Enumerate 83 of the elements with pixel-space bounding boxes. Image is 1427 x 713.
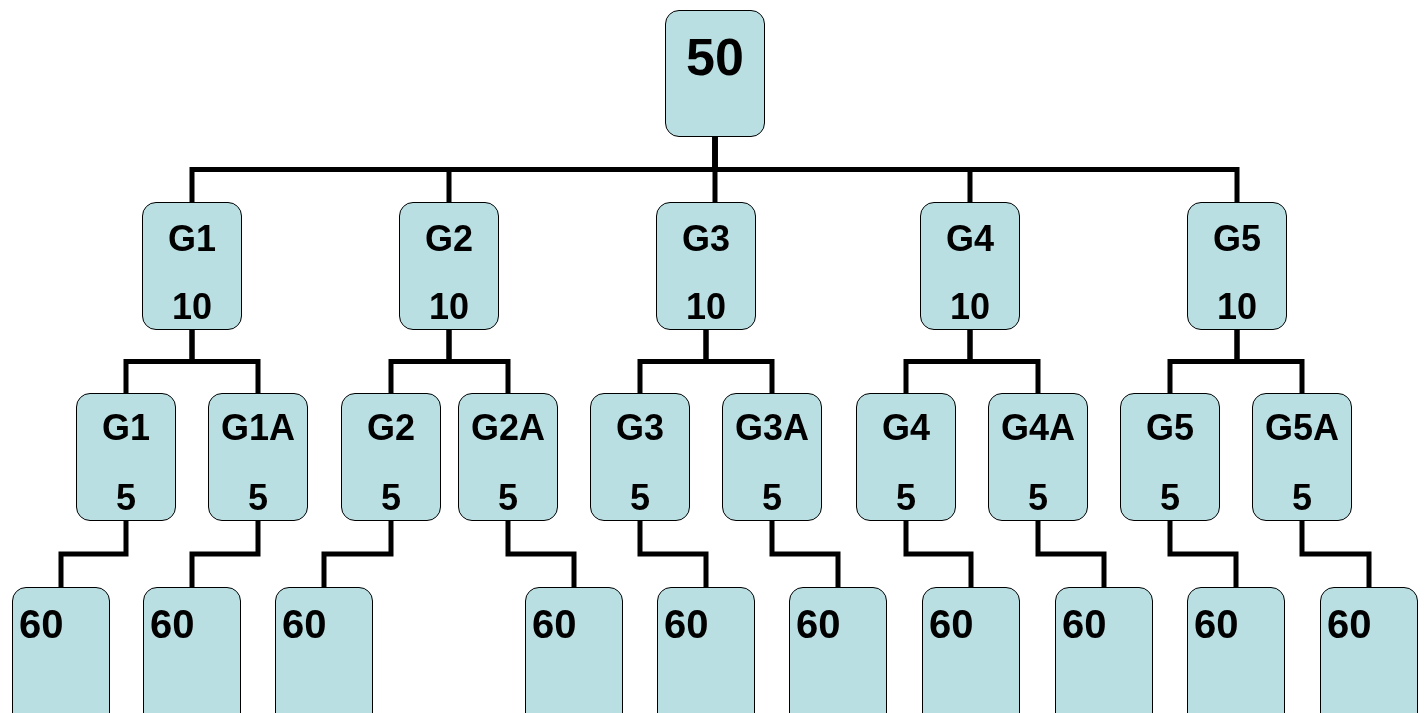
org-box — [1252, 393, 1352, 521]
org-box — [1187, 587, 1285, 713]
box-value: 60 — [282, 604, 327, 644]
box-value: 10 — [171, 289, 212, 325]
org-box — [525, 587, 623, 713]
box-value: 5 — [248, 480, 268, 516]
connector-line — [1035, 521, 1107, 587]
box-title: G1A — [221, 410, 295, 446]
org-box — [458, 393, 558, 521]
box-title: G2 — [425, 221, 473, 257]
org-box — [856, 393, 956, 521]
box-value: 5 — [498, 480, 518, 516]
connector-line — [703, 330, 775, 393]
box-value: 60 — [929, 604, 974, 644]
connector-line — [58, 521, 129, 587]
org-box — [657, 587, 755, 713]
box-title: G1 — [168, 221, 216, 257]
box-value: 5 — [630, 480, 650, 516]
box-value: 10 — [1216, 289, 1257, 325]
box-value: 5 — [381, 480, 401, 516]
box-title: G4 — [946, 221, 994, 257]
box-value: 5 — [1160, 480, 1180, 516]
box-value: 5 — [1292, 480, 1312, 516]
connector-line — [712, 137, 1240, 202]
connector-line — [505, 521, 577, 587]
connector-line — [967, 330, 1041, 393]
org-box — [76, 393, 176, 521]
box-title: G5 — [1213, 221, 1261, 257]
box-title: G1 — [102, 410, 150, 446]
connector-line — [637, 521, 709, 587]
box-title: G3 — [682, 221, 730, 257]
org-box — [1187, 202, 1287, 330]
box-value: 5 — [762, 480, 782, 516]
org-box — [1320, 587, 1418, 713]
org-box — [143, 587, 241, 713]
org-box — [722, 393, 822, 521]
box-value: 5 — [116, 480, 136, 516]
box-title: G2A — [471, 410, 545, 446]
box-title: G3 — [616, 410, 664, 446]
box-value: 60 — [19, 604, 64, 644]
connector-line — [1234, 330, 1305, 393]
connector-line — [321, 521, 394, 587]
box-value: 5 — [1028, 480, 1048, 516]
org-box — [656, 202, 756, 330]
org-box — [988, 393, 1088, 521]
connector-line — [1299, 521, 1372, 587]
box-value: 10 — [685, 289, 726, 325]
org-box — [12, 587, 110, 713]
org-box — [590, 393, 690, 521]
org-box — [208, 393, 308, 521]
box-value: 60 — [1327, 604, 1372, 644]
box-value: 60 — [1194, 604, 1239, 644]
box-value: 10 — [949, 289, 990, 325]
box-title: G2 — [367, 410, 415, 446]
org-box — [665, 10, 765, 137]
org-box — [399, 202, 499, 330]
box-title: G4A — [1001, 410, 1075, 446]
org-box — [1120, 393, 1220, 521]
org-box — [341, 393, 441, 521]
box-title: G4 — [882, 410, 930, 446]
box-title: G5 — [1146, 410, 1194, 446]
box-value: 10 — [428, 289, 469, 325]
box-value: 60 — [796, 604, 841, 644]
org-box — [142, 202, 242, 330]
connector-line — [903, 521, 974, 587]
box-value: 60 — [664, 604, 709, 644]
box-value: 5 — [896, 480, 916, 516]
box-title: G5A — [1265, 410, 1339, 446]
connector-line — [769, 521, 841, 587]
org-box — [275, 587, 373, 713]
org-box — [789, 587, 887, 713]
box-value: 60 — [150, 604, 195, 644]
box-value: 60 — [1062, 604, 1107, 644]
org-box — [920, 202, 1020, 330]
box-title: G3A — [735, 410, 809, 446]
org-box — [922, 587, 1020, 713]
connector-line — [446, 330, 511, 393]
connector-line — [189, 521, 261, 587]
box-value: 50 — [686, 31, 744, 83]
connector-line — [189, 330, 261, 393]
box-value: 60 — [532, 604, 577, 644]
org-box — [1055, 587, 1153, 713]
connector-line — [1167, 521, 1239, 587]
